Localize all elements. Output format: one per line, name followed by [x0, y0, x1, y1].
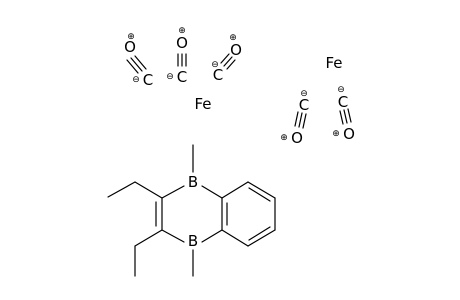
carbon-atom: C: [177, 68, 187, 86]
b-c-bond: [201, 185, 223, 199]
iron-atom-2: Fe: [325, 54, 342, 72]
ethyl-bond: [134, 181, 163, 199]
carbonyl-ligand-1: ⊕ O ⊖ C: [124, 32, 153, 89]
carbon-atom: C: [213, 66, 223, 84]
carbon-atom: C: [299, 96, 309, 114]
negative-charge: ⊖: [337, 85, 345, 95]
oxygen-atom: O: [291, 129, 303, 147]
carbonyl-ligand-4: ⊖ C ⊕ O: [280, 89, 309, 147]
carbonyl-ligand-2: ⊕ O ⊖ C: [166, 26, 188, 86]
positive-charge: ⊕: [127, 32, 135, 42]
carbonyl-ligand-5: ⊖ C ⊕ O: [332, 85, 355, 143]
boron-atom-top: B: [188, 173, 198, 191]
c-b-bond: [161, 229, 185, 243]
positive-charge: ⊕: [280, 133, 288, 143]
carbon-atom: C: [143, 71, 153, 89]
positive-charge: ⊕: [332, 129, 340, 139]
negative-charge: ⊖: [211, 60, 219, 70]
ethyl-bond: [107, 181, 136, 198]
oxygen-atom: O: [176, 34, 188, 52]
positive-charge: ⊕: [229, 33, 237, 43]
b-c-bond: [161, 185, 185, 199]
oxygen-atom: O: [124, 38, 136, 56]
ethyl-bond: [134, 229, 163, 247]
diethyl-dimethyl-diboranaphthalene: B B: [107, 144, 276, 277]
carbon-atom: C: [338, 93, 348, 111]
negative-charge: ⊖: [132, 75, 140, 85]
negative-charge: ⊖: [166, 72, 174, 82]
negative-charge: ⊖: [300, 89, 308, 99]
boron-atom-bottom: B: [188, 232, 198, 250]
oxygen-atom: O: [230, 41, 242, 59]
oxygen-atom: O: [343, 125, 355, 143]
b-c-bond: [201, 229, 223, 243]
positive-charge: ⊕: [178, 26, 186, 36]
iron-atom-1: Fe: [194, 95, 211, 113]
carbonyl-ligand-3: ⊕ O ⊖ C: [211, 33, 242, 84]
